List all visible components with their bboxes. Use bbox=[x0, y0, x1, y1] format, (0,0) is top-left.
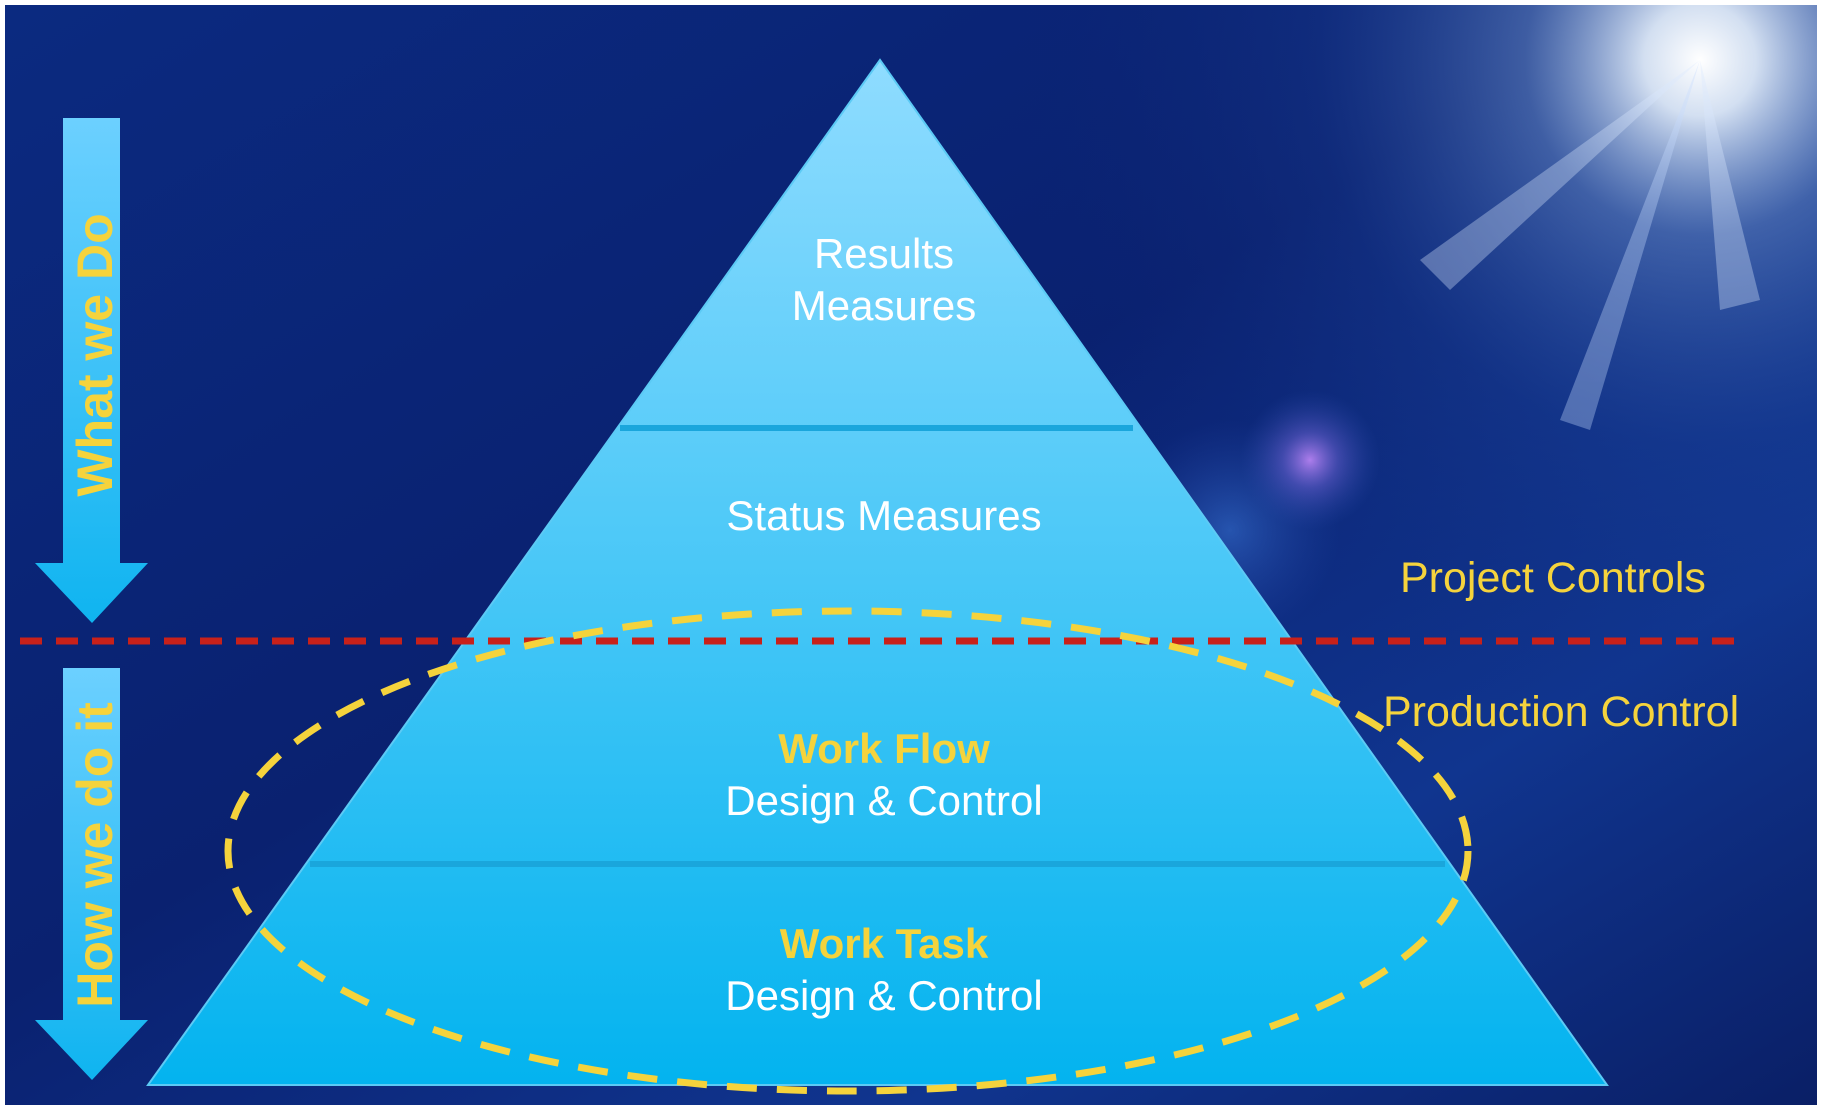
tier-status-line: Status Measures bbox=[726, 492, 1042, 539]
tier-work-flow-line: Design & Control bbox=[725, 777, 1043, 824]
arrow-label-upper: What we Do bbox=[67, 213, 123, 497]
tier-work-flow: Work Flow Design & Control bbox=[584, 723, 1184, 827]
tier-status-measures: Status Measures bbox=[584, 490, 1184, 542]
project-controls-label: Project Controls bbox=[1400, 554, 1706, 602]
tier-results-line-2: Measures bbox=[791, 282, 977, 329]
production-control-label: Production Control bbox=[1383, 688, 1740, 736]
down-arrow-lower bbox=[35, 668, 148, 1080]
tier-work-task-line: Design & Control bbox=[725, 972, 1043, 1019]
down-arrow-upper bbox=[35, 118, 148, 623]
tier-work-flow-heading: Work Flow bbox=[778, 725, 990, 772]
production-control-ellipse bbox=[224, 607, 1472, 1095]
tier-work-task: Work Task Design & Control bbox=[584, 918, 1184, 1022]
tier-results-line-1: Results bbox=[813, 230, 955, 277]
tier-results-measures: Results Measures bbox=[584, 228, 1184, 332]
pyramid bbox=[146, 58, 1609, 1086]
arrow-label-lower: How we do it bbox=[67, 702, 123, 1008]
lens-flare bbox=[1240, 390, 1380, 530]
tier-work-task-heading: Work Task bbox=[779, 920, 989, 967]
